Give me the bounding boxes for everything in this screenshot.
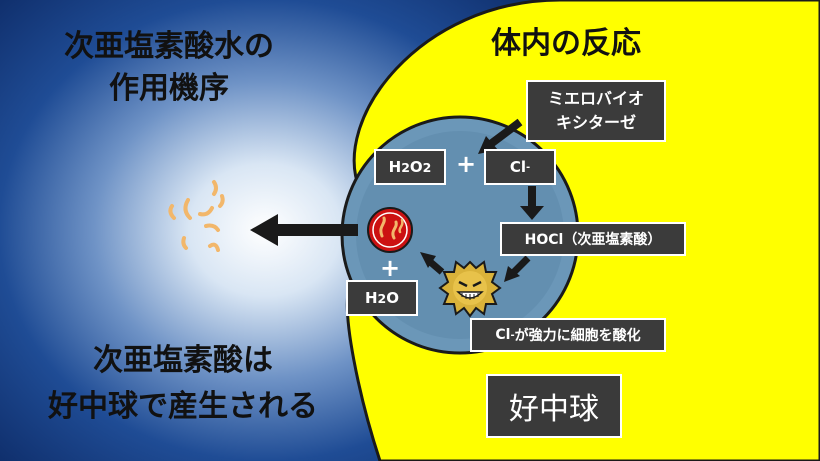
oxidation-label: Cl-が強力に細胞を酸化	[470, 318, 666, 352]
arrow-hocl-to-bacterium	[504, 255, 531, 282]
oxidation-rest: が強力に細胞を酸化	[514, 328, 641, 344]
enzyme-label: ミエロバイオ キシターゼ	[526, 80, 666, 142]
arrow-cl-to-hocl	[520, 186, 544, 220]
oxidation-charge: -	[510, 329, 515, 341]
h2o2-sub1: 2	[401, 159, 410, 175]
title-left: 次亜塩素酸水の 作用機序	[44, 26, 294, 110]
footer-left-line2: 好中球で産生される	[48, 389, 318, 424]
h2o2-sub2: 2	[422, 159, 432, 175]
arrow-bacterium-to-debris	[420, 252, 445, 275]
water-sub: 2	[377, 290, 387, 306]
h2o2-h: H	[388, 158, 402, 176]
oxidation-base: Cl	[495, 327, 511, 343]
enzyme-label-line1: ミエロバイオ	[547, 89, 644, 108]
plus-sign-bottom: +	[380, 254, 401, 282]
footer-left-line1: 次亜塩素酸は	[93, 343, 273, 378]
footer-left: 次亜塩素酸は 好中球で産生される	[38, 338, 328, 430]
h2o2-o: O	[409, 158, 423, 176]
destroyed-bacterium-icon	[367, 207, 413, 253]
chloride-charge: -	[526, 161, 531, 173]
arrow-release-outward	[250, 214, 358, 246]
water-h: H	[364, 289, 378, 307]
neutrophil-label: 好中球	[486, 374, 622, 438]
title-right: 体内の反応	[491, 26, 641, 61]
water-o: O	[386, 289, 400, 307]
bacterium-icon	[438, 260, 502, 318]
enzyme-label-line2: キシターゼ	[555, 113, 636, 132]
plus-sign-top: +	[456, 150, 477, 178]
debris-icon	[168, 180, 225, 252]
title-left-line2: 作用機序	[109, 71, 229, 106]
chloride-base: Cl	[509, 158, 526, 176]
chloride-label: Cl-	[484, 149, 556, 185]
hocl-label: HOCl（次亜塩素酸）	[500, 222, 686, 256]
title-left-line1: 次亜塩素酸水の	[64, 29, 274, 64]
